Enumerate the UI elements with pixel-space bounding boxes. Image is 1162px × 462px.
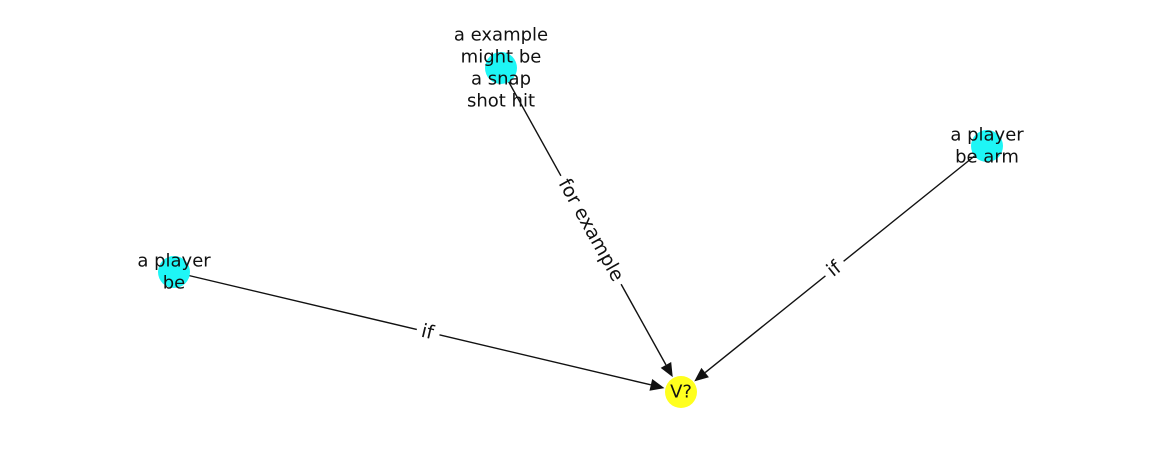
edge-label-background: [817, 251, 852, 287]
edge-line: [704, 145, 988, 374]
edge-label-group: if: [413, 316, 443, 348]
edge-n_player_be-to-n_v: if: [173, 271, 665, 391]
node-n_v: V?: [665, 376, 697, 408]
arrow-head: [649, 379, 665, 391]
node-label-line: a player: [950, 125, 1024, 146]
arrow-head: [694, 367, 709, 382]
node-label-line: be arm: [955, 147, 1019, 168]
node-label-line: might be: [461, 47, 542, 68]
node-label-line: a snap: [471, 69, 531, 90]
node-label-line: a example: [454, 25, 548, 46]
edge-label: for example: [554, 175, 629, 285]
node-circle: [971, 130, 1003, 162]
arrow-head: [660, 361, 673, 378]
node-label-line: a player: [137, 251, 211, 272]
edge-label-background: [413, 316, 443, 348]
edge-label-group: for example: [549, 169, 633, 291]
edge-label-group: if: [817, 251, 852, 287]
node-circle: [158, 256, 190, 288]
edge-label-background: [549, 169, 633, 291]
edge-n_player_arm-to-n_v: if: [694, 145, 988, 382]
edges-layer: if for example if: [173, 67, 988, 391]
edge-n_example-to-n_v: for example: [500, 67, 673, 378]
edge-line: [173, 271, 651, 386]
node-label-line: shot hit: [467, 91, 535, 112]
node-label-line: be: [163, 273, 186, 294]
node-circle: [665, 376, 697, 408]
node-circle: [485, 52, 517, 84]
node-label-line: V?: [670, 382, 692, 403]
